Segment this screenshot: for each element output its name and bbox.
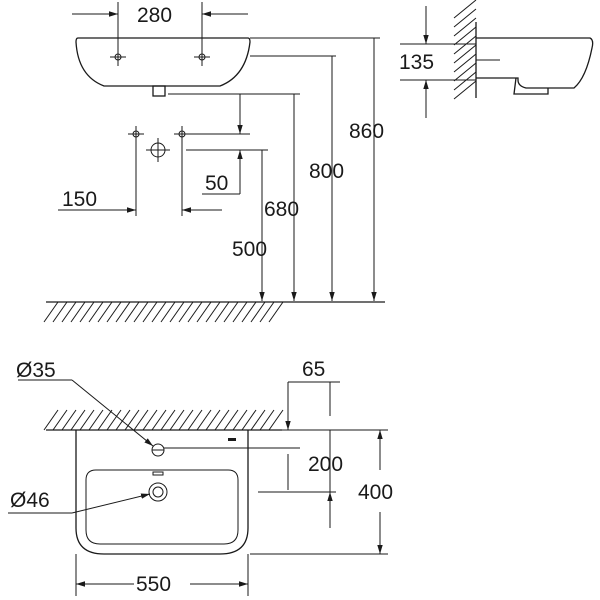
brand-mark (228, 438, 236, 441)
basin-top-outline (75, 430, 249, 555)
side-waste (513, 77, 549, 95)
supply-right-mark (174, 126, 190, 142)
side-view: 135 (399, 0, 594, 118)
tap-hole-right-mark (194, 48, 210, 66)
basin-front-outline (75, 37, 251, 87)
waste-hole-top (148, 482, 168, 502)
wall-hatch (453, 0, 477, 100)
dim-bracket-offset: 135 (399, 51, 434, 74)
dim-supply-height: 500 (232, 238, 267, 261)
overflow-top (152, 471, 164, 476)
dim-total-height: 860 (349, 120, 384, 143)
dim-supply-offset: 50 (205, 172, 228, 195)
waste-outlet (152, 85, 166, 97)
dim-tap-hole: Ø35 (16, 359, 56, 382)
front-view: 280 150 50 (43, 2, 385, 323)
floor-hatch (43, 301, 284, 323)
dim-width: 550 (136, 573, 171, 596)
dim-tap-depth: 200 (308, 453, 343, 476)
wall-top-hatch (43, 409, 284, 431)
dim-rim-height: 800 (309, 160, 344, 183)
basin-side-outline (476, 37, 594, 89)
dim-depth: 400 (358, 481, 393, 504)
bowl-top-outline (85, 469, 239, 545)
dim-waste-hole: Ø46 (10, 489, 50, 512)
dim-drain-height: 680 (264, 198, 299, 221)
top-view: Ø35 Ø46 65 200 400 550 (8, 358, 393, 596)
drain-mark (146, 138, 170, 162)
dim-tap-spacing: 280 (137, 4, 172, 27)
dim-supply-spacing: 150 (62, 188, 97, 211)
dim-overflow-offset: 65 (302, 358, 325, 381)
tap-hole-left-mark (110, 48, 126, 66)
supply-left-mark (128, 126, 144, 142)
